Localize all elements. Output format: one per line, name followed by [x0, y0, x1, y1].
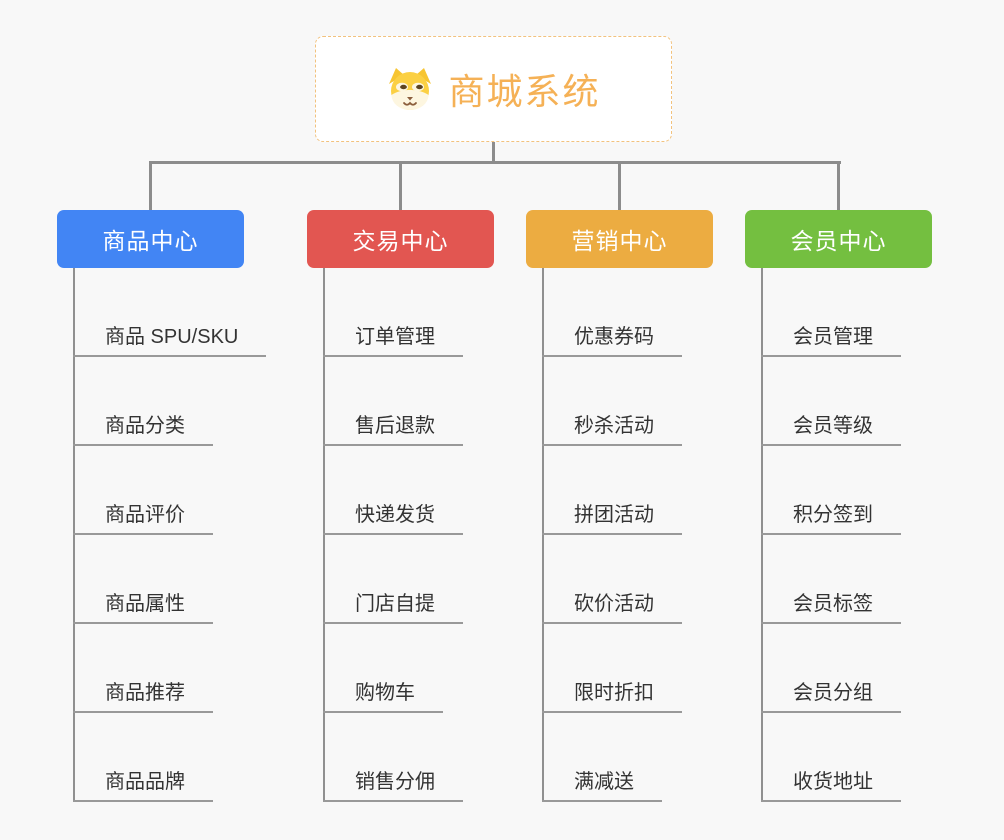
leaf-node[interactable]: 快递发货 [323, 446, 463, 535]
leaf-node[interactable]: 商品 SPU/SKU [73, 268, 267, 357]
branch-member: 会员中心 会员管理 会员等级 积分签到 会员标签 会员分组 收货地址 [745, 210, 932, 802]
leaf-node[interactable]: 门店自提 [323, 535, 463, 624]
connector-drop-member [837, 162, 840, 210]
leaf-node[interactable]: 限时折扣 [542, 624, 682, 713]
leaf-node[interactable]: 商品分类 [73, 357, 213, 446]
leaf-node[interactable]: 销售分佣 [323, 713, 463, 802]
connector-drop-trade [399, 162, 402, 210]
root-title: 商城系统 [448, 71, 601, 112]
branch-node-goods[interactable]: 商品中心 [57, 210, 244, 268]
branch-member-children: 会员管理 会员等级 积分签到 会员标签 会员分组 收货地址 [761, 268, 932, 802]
leaf-node[interactable]: 砍价活动 [542, 535, 682, 624]
leaf-node[interactable]: 收货地址 [761, 713, 901, 802]
connector-rail [149, 161, 841, 164]
branch-goods-trunk-line [73, 268, 75, 802]
connector-root-drop [492, 142, 495, 163]
leaf-node[interactable]: 积分签到 [761, 446, 901, 535]
leaf-node[interactable]: 商品推荐 [73, 624, 213, 713]
leaf-node[interactable]: 会员分组 [761, 624, 901, 713]
leaf-node[interactable]: 拼团活动 [542, 446, 682, 535]
branch-trade-trunk-line [323, 268, 325, 802]
branch-marketing-children: 优惠券码 秒杀活动 拼团活动 砍价活动 限时折扣 满减送 [542, 268, 713, 802]
leaf-node[interactable]: 购物车 [323, 624, 443, 713]
branch-node-member[interactable]: 会员中心 [745, 210, 932, 268]
root-node[interactable]: 商城系统 [315, 36, 672, 142]
leaf-node[interactable]: 会员标签 [761, 535, 901, 624]
leaf-node[interactable]: 订单管理 [323, 268, 463, 357]
leaf-node[interactable]: 优惠券码 [542, 268, 682, 357]
branch-marketing-trunk-line [542, 268, 544, 802]
branch-trade: 交易中心 订单管理 售后退款 快递发货 门店自提 购物车 销售分佣 [307, 210, 494, 802]
connector-drop-goods [149, 162, 152, 210]
leaf-node[interactable]: 会员管理 [761, 268, 901, 357]
branch-node-trade[interactable]: 交易中心 [307, 210, 494, 268]
connector-drop-marketing [618, 162, 621, 210]
leaf-node[interactable]: 商品评价 [73, 446, 213, 535]
branch-trade-children: 订单管理 售后退款 快递发货 门店自提 购物车 销售分佣 [323, 268, 494, 802]
leaf-node[interactable]: 满减送 [542, 713, 662, 802]
leaf-node[interactable]: 商品品牌 [73, 713, 213, 802]
branch-marketing: 营销中心 优惠券码 秒杀活动 拼团活动 砍价活动 限时折扣 满减送 [526, 210, 713, 802]
leaf-node[interactable]: 秒杀活动 [542, 357, 682, 446]
branch-goods: 商品中心 商品 SPU/SKU 商品分类 商品评价 商品属性 商品推荐 商品品牌 [57, 210, 267, 802]
leaf-node[interactable]: 售后退款 [323, 357, 463, 446]
branch-node-marketing[interactable]: 营销中心 [526, 210, 713, 268]
leaf-node[interactable]: 会员等级 [761, 357, 901, 446]
branch-member-trunk-line [761, 268, 763, 802]
dog-face-icon [389, 68, 432, 110]
branch-goods-children: 商品 SPU/SKU 商品分类 商品评价 商品属性 商品推荐 商品品牌 [73, 268, 267, 802]
leaf-node[interactable]: 商品属性 [73, 535, 213, 624]
